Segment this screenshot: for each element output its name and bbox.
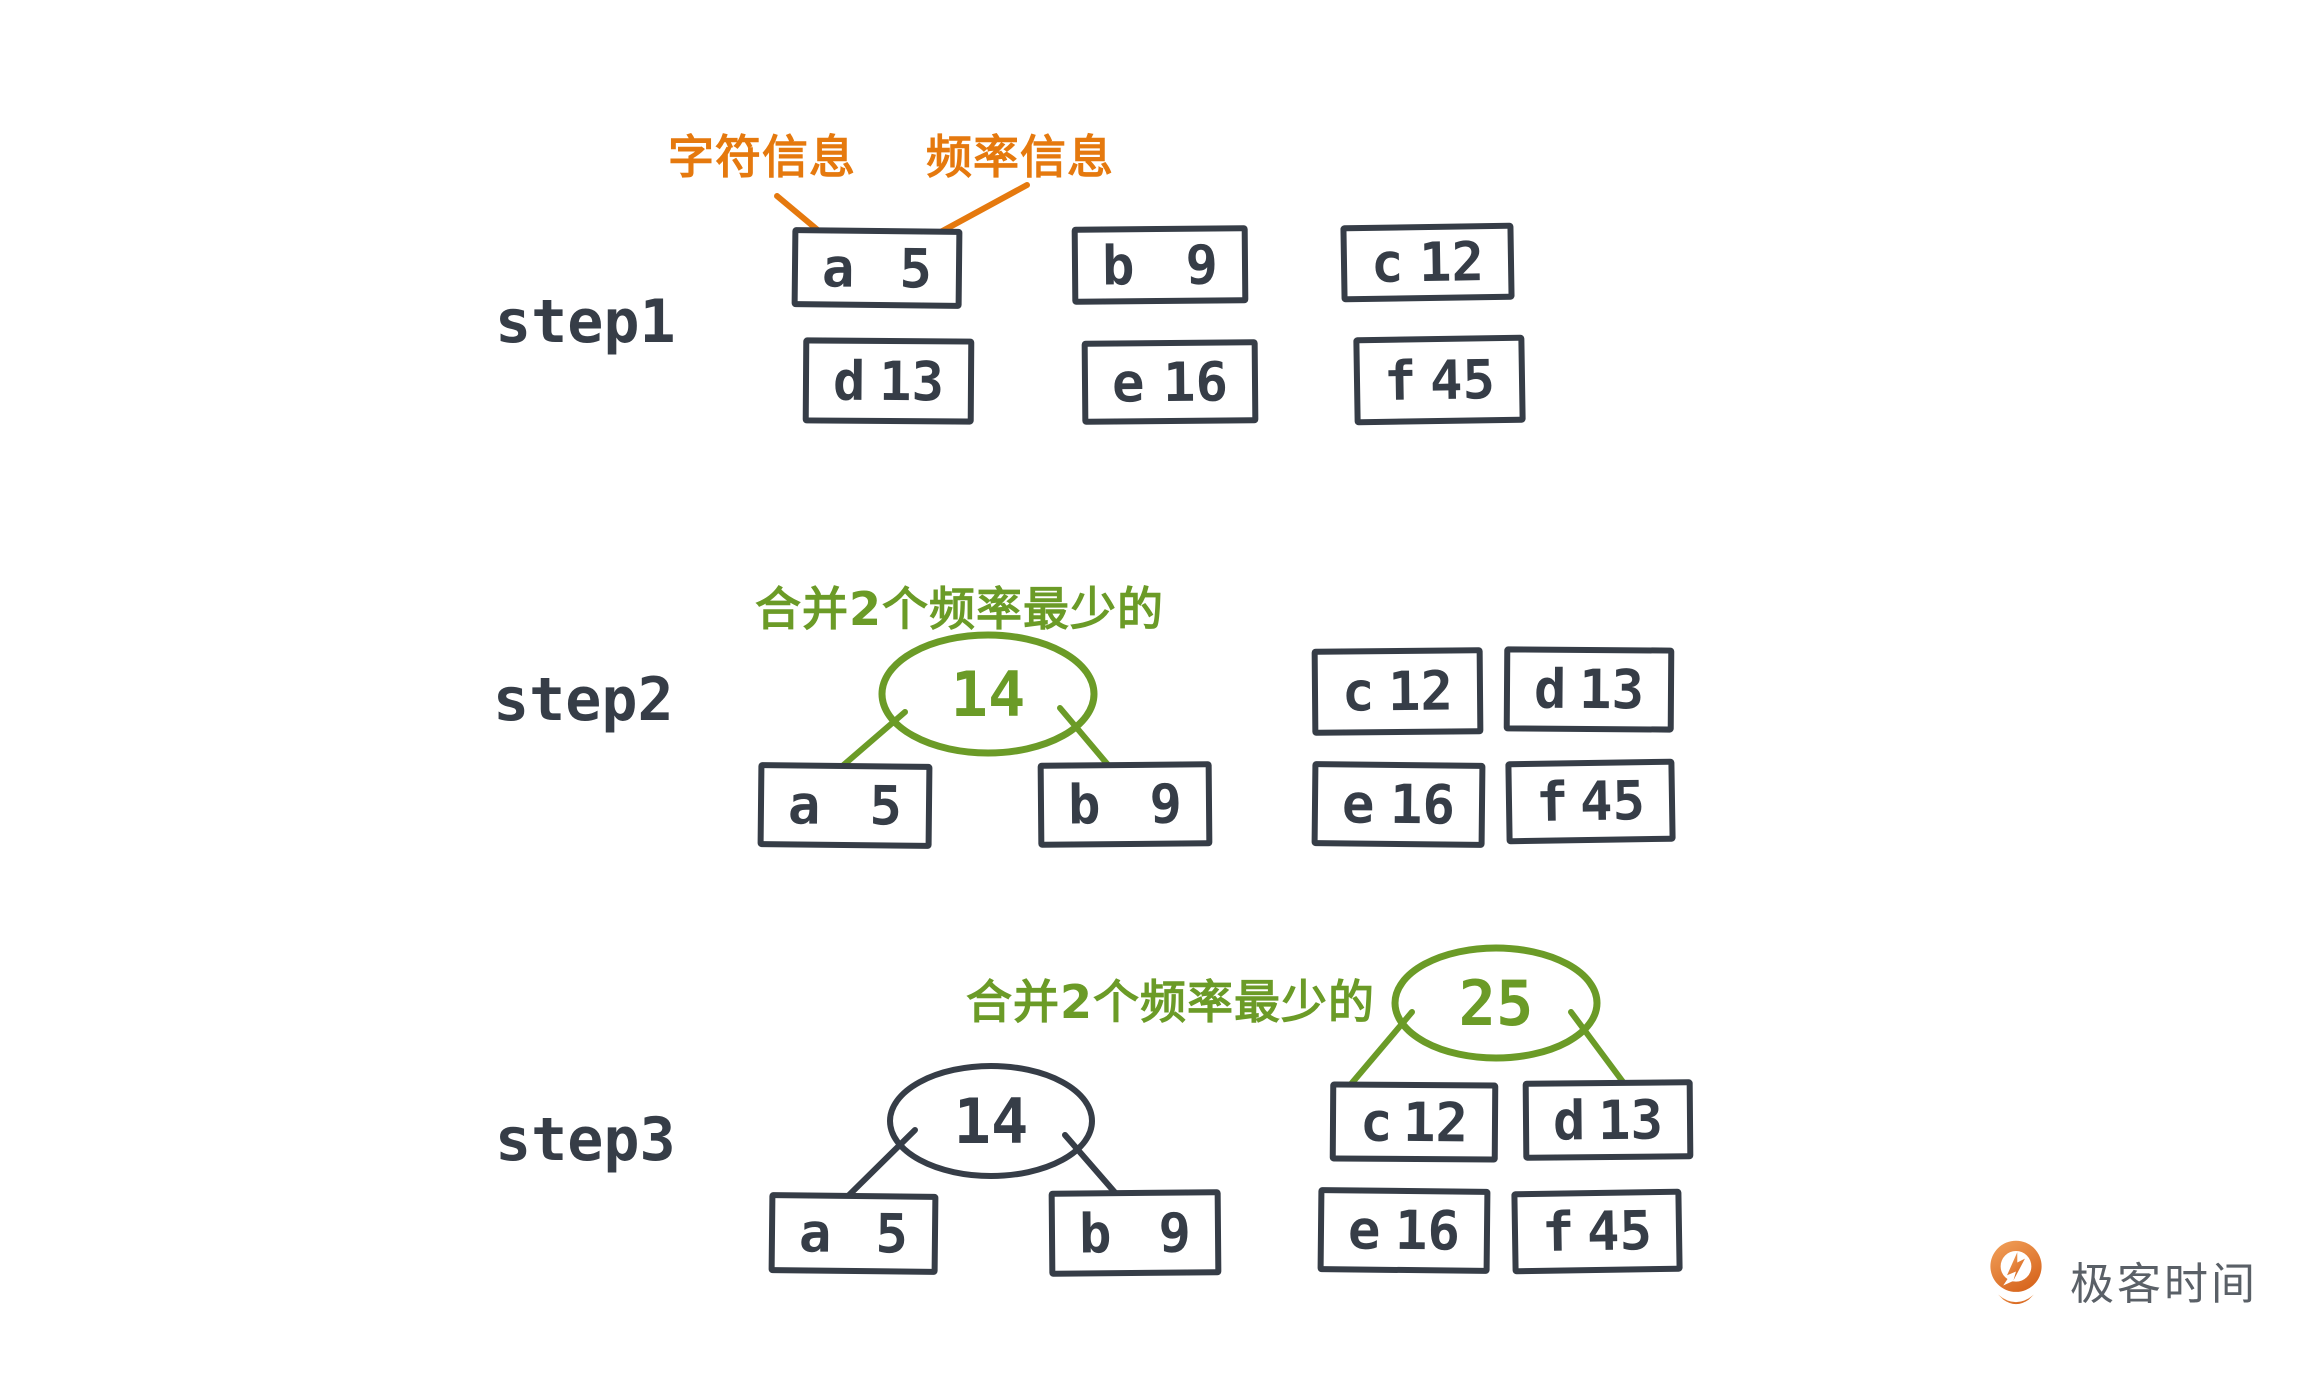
node-char: d: [832, 349, 866, 413]
node-freq: 45: [1579, 769, 1646, 834]
node-a5: a 5: [791, 227, 963, 309]
node-e16: e 16: [1081, 339, 1259, 425]
step3-merged-value-25: 25: [1458, 966, 1534, 1040]
node-char: a: [798, 1201, 832, 1265]
node-char: d: [1533, 657, 1567, 721]
node-char: d: [1552, 1088, 1586, 1152]
geektime-logo-icon: [1990, 1240, 2042, 1305]
node-freq: 12: [1387, 659, 1454, 724]
geektime-logo: 极客时间: [1984, 1238, 2258, 1312]
step3-merge-label: 合并2个频率最少的: [966, 975, 1376, 1029]
node-freq: 16: [1394, 1198, 1461, 1263]
node-char: e: [1341, 772, 1375, 836]
step3-merged-value-14: 14: [953, 1084, 1029, 1158]
node-char: a: [787, 773, 821, 837]
node-char: e: [1111, 350, 1145, 415]
node-d13: d 13: [1522, 1079, 1694, 1161]
node-char: b: [1078, 1201, 1112, 1265]
node-char: c: [1370, 231, 1405, 295]
node-f45: f 45: [1505, 758, 1676, 845]
step3-label: step3: [495, 1105, 676, 1175]
node-c12: c 12: [1311, 647, 1484, 736]
node-b9: b 9: [1048, 1189, 1222, 1277]
node-a5: a 5: [757, 762, 933, 849]
node-freq: 12: [1402, 1090, 1469, 1154]
node-d13: d 13: [1503, 646, 1675, 733]
geektime-logo-text: 极客时间: [2070, 1259, 2258, 1310]
char-info-label: 字符信息: [668, 130, 856, 184]
node-f45: f 45: [1353, 334, 1526, 426]
node-char: a: [821, 235, 855, 300]
node-c12: c 12: [1329, 1081, 1499, 1163]
node-freq: 13: [1578, 657, 1645, 722]
node-char: b: [1067, 773, 1101, 837]
node-freq: 45: [1429, 347, 1496, 412]
node-freq: 16: [1162, 349, 1229, 414]
node-freq: 16: [1389, 772, 1456, 837]
node-d13: d 13: [802, 337, 975, 425]
node-char: f: [1383, 348, 1418, 413]
node-freq: 5: [899, 236, 933, 301]
freq-info-label: 频率信息: [926, 130, 1114, 184]
node-freq: 9: [1185, 232, 1219, 297]
node-char: f: [1541, 1200, 1576, 1264]
node-freq: 9: [1158, 1201, 1192, 1265]
step2-label: step2: [493, 665, 674, 735]
node-char: f: [1535, 770, 1570, 834]
node-char: e: [1347, 1198, 1381, 1262]
node-freq: 13: [878, 349, 945, 413]
node-e16: e 16: [1317, 1187, 1491, 1274]
node-char: c: [1341, 660, 1375, 724]
node-freq: 9: [1149, 772, 1183, 836]
node-b9: b 9: [1071, 225, 1249, 305]
node-c12: c 12: [1340, 222, 1515, 303]
step2-merge-label: 合并2个频率最少的: [755, 582, 1165, 636]
node-freq: 13: [1597, 1088, 1664, 1152]
node-char: c: [1359, 1090, 1393, 1154]
node-freq: 45: [1586, 1199, 1653, 1264]
node-freq: 5: [875, 1202, 909, 1266]
node-b9: b 9: [1037, 761, 1213, 848]
node-e16: e 16: [1311, 761, 1486, 848]
step2-merged-value: 14: [950, 657, 1026, 731]
node-a5: a 5: [768, 1192, 939, 1275]
step1-label: step1: [495, 287, 676, 357]
node-char: b: [1101, 233, 1135, 298]
node-f45: f 45: [1511, 1188, 1683, 1275]
node-freq: 5: [869, 774, 903, 838]
node-freq: 12: [1418, 230, 1485, 295]
